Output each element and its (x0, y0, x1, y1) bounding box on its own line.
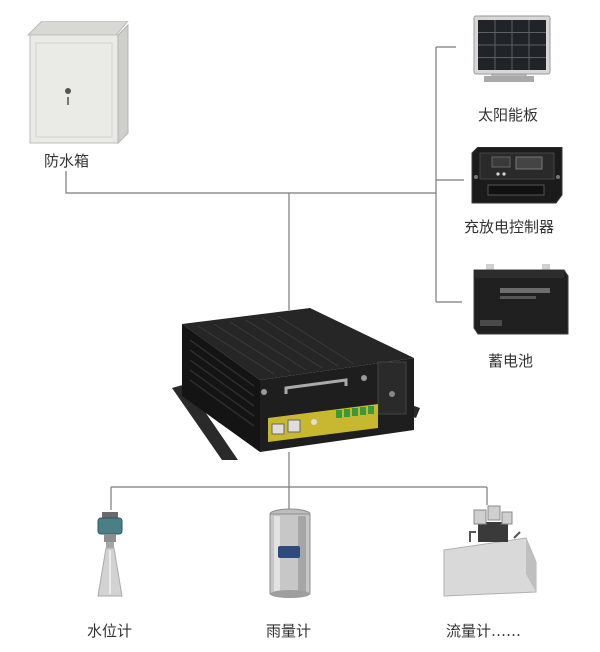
charge-controller-image (471, 147, 563, 204)
water-level-meter-label: 水位计 (87, 622, 133, 640)
battery-label: 蓄电池 (488, 352, 534, 370)
rain-gauge-label: 雨量计 (266, 622, 312, 640)
cabinet-image (26, 21, 129, 145)
battery-image (473, 264, 569, 335)
charge-controller-label: 充放电控制器 (464, 218, 555, 236)
flow-meter-label: 流量计…… (446, 622, 522, 640)
solar-panel-image (473, 15, 551, 82)
water-level-meter-image (97, 512, 123, 597)
cabinet-label: 防水箱 (44, 152, 90, 170)
rain-gauge-badge (278, 546, 300, 558)
rtu-device-image (172, 308, 420, 460)
lock-icon (65, 88, 71, 94)
solar-panel-label: 太阳能板 (478, 106, 539, 124)
flow-meter-image (443, 505, 537, 597)
cabinet-link (65, 171, 436, 194)
rain-gauge-image (269, 508, 311, 598)
